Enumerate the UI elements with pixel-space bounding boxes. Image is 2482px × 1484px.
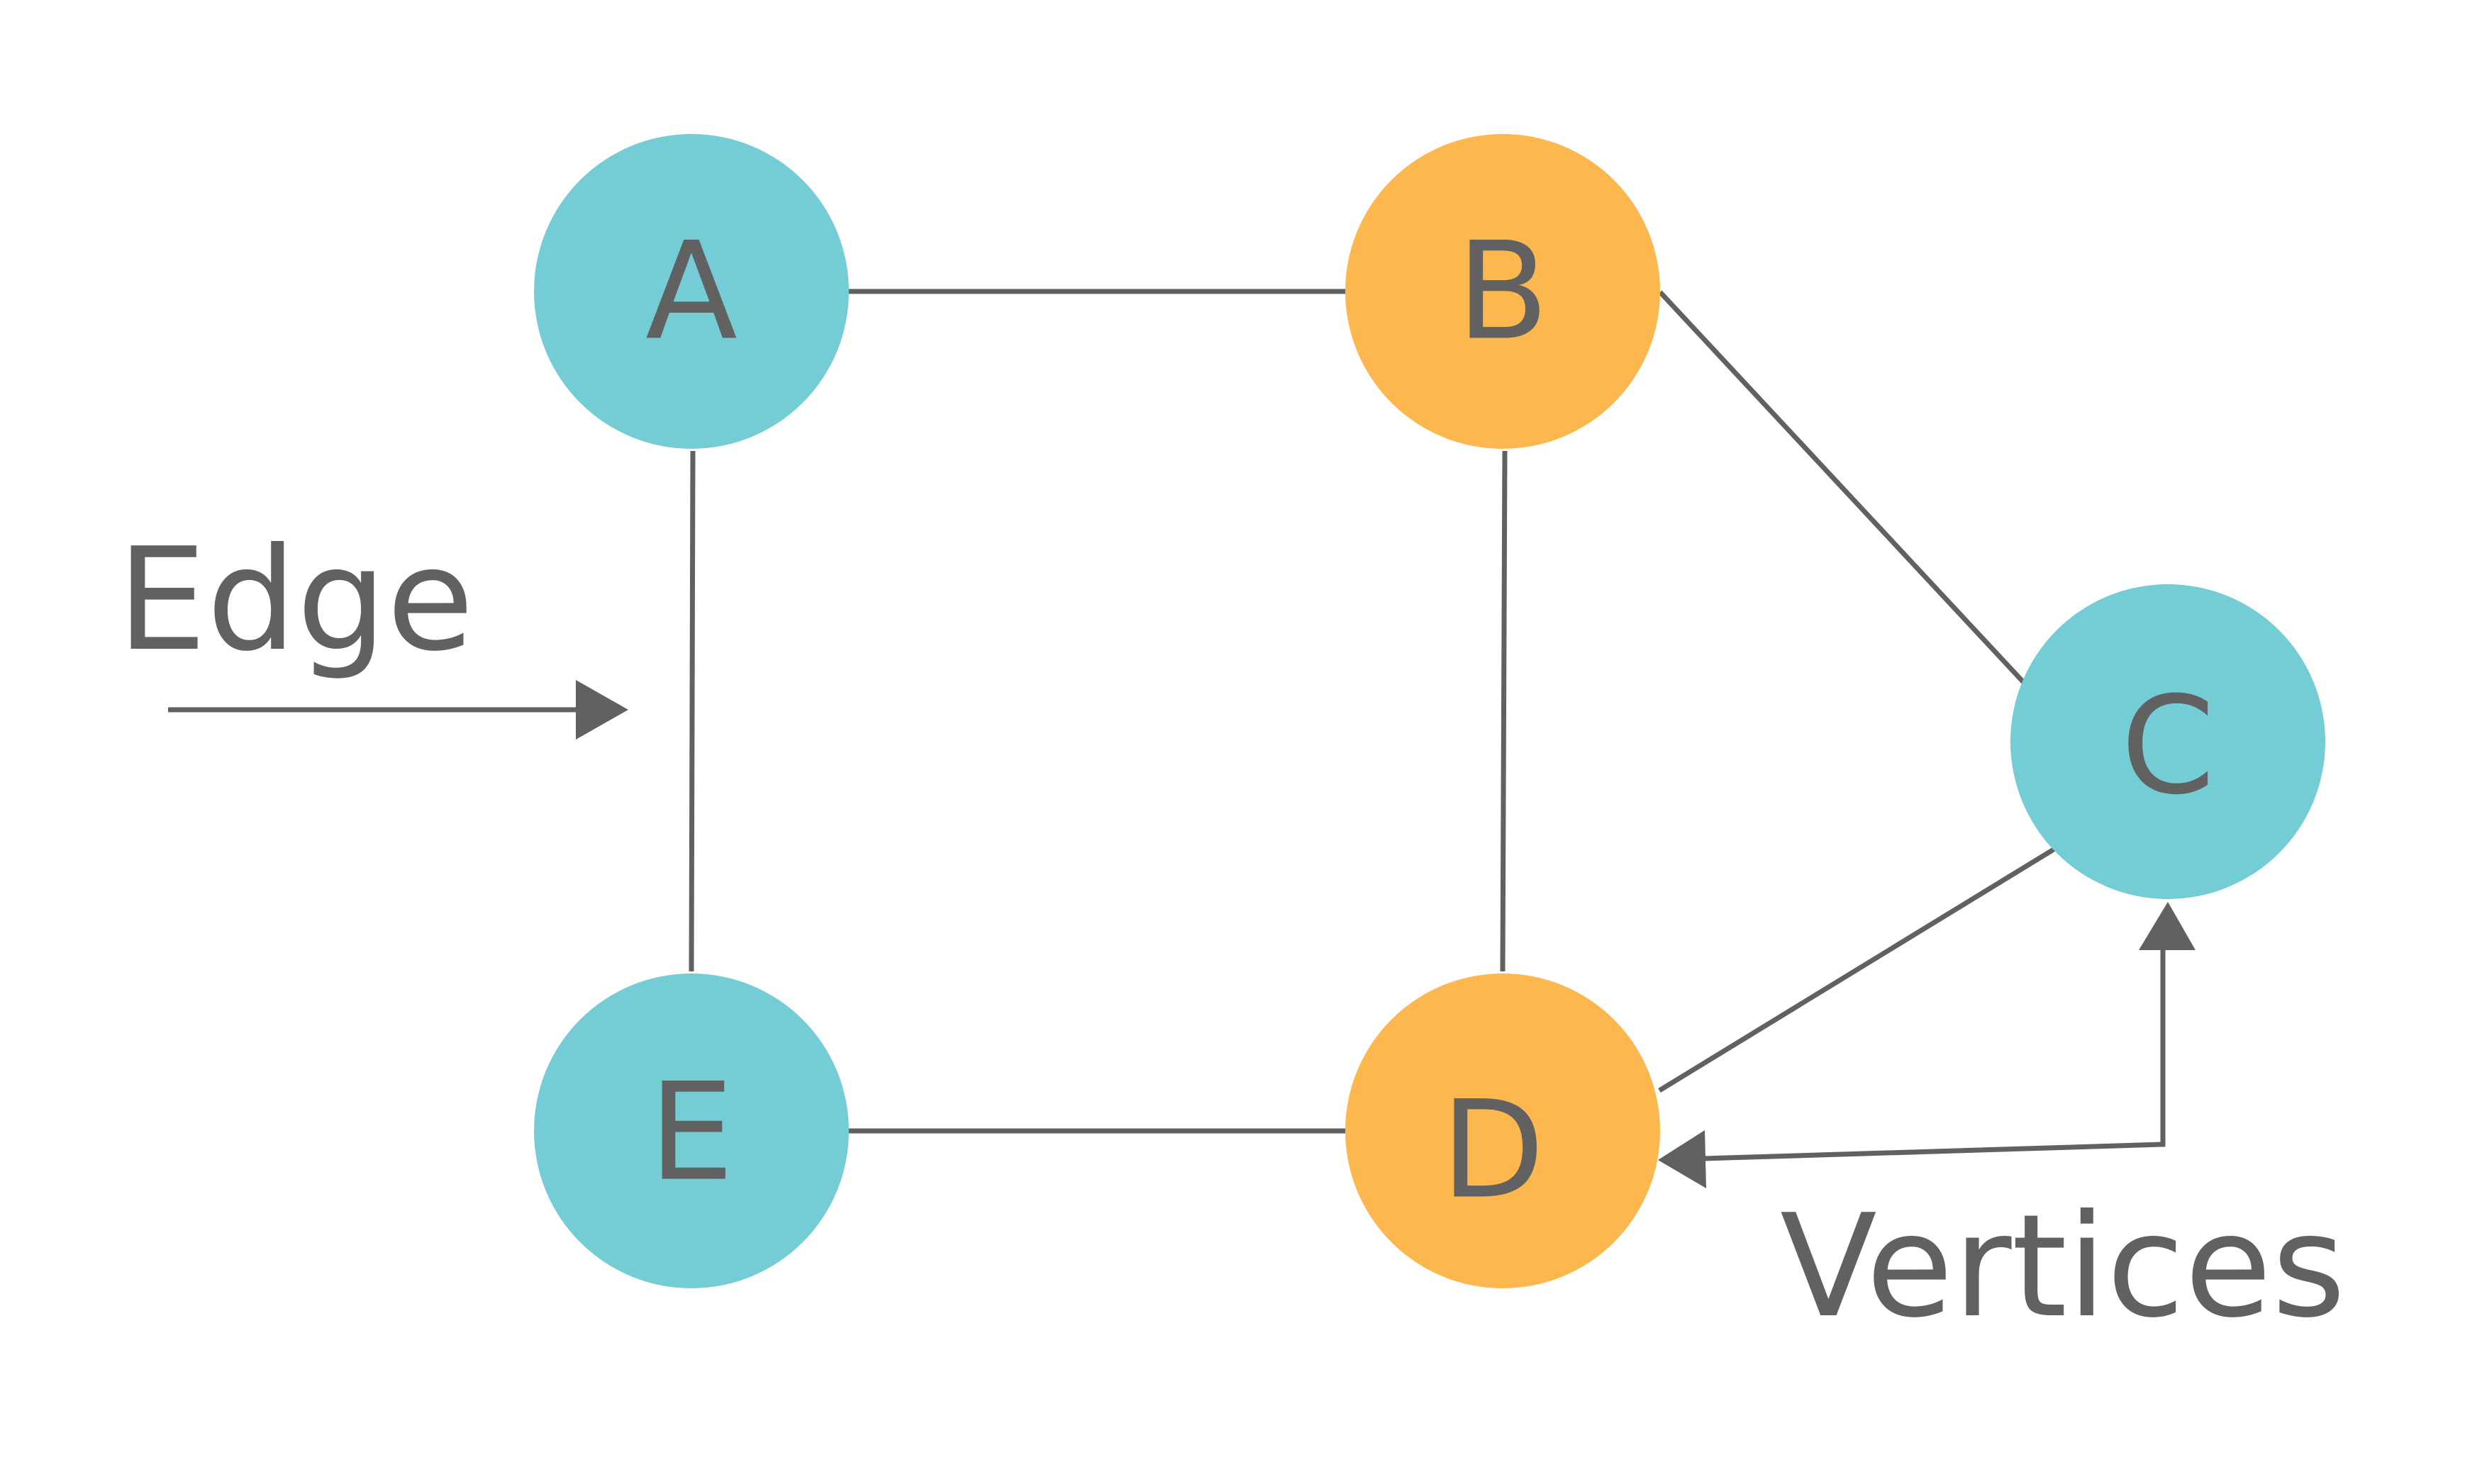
edge-b-c — [1658, 290, 2027, 686]
vertex-e: E — [534, 973, 849, 1288]
edges — [689, 289, 2055, 1134]
vertices-annotation-label: Vertices — [1780, 1184, 2346, 1349]
vertices-pointer-line — [1703, 947, 2166, 1161]
vertex-b-circle — [1345, 134, 1660, 449]
vertex-a-label: A — [645, 213, 738, 370]
edge-b-d — [1500, 450, 1508, 972]
vertices-annotation: Vertices — [1658, 902, 2346, 1349]
vertex-b: B — [1345, 134, 1660, 449]
vertex-e-circle — [534, 973, 849, 1288]
vertices-pointer-arrowhead-c — [2139, 902, 2196, 950]
edge-c-d — [1658, 847, 2055, 1093]
vertices-pointer-arrowhead-d — [1658, 1130, 1706, 1188]
nodes: A B C D E — [534, 134, 2325, 1288]
edge-annotation: Edge — [117, 518, 628, 740]
vertex-a-circle — [534, 134, 849, 449]
vertex-c-label: C — [2121, 668, 2215, 825]
vertex-d-circle — [1345, 973, 1660, 1288]
vertex-c: C — [2010, 584, 2325, 899]
vertex-b-label: B — [1457, 213, 1549, 370]
vertex-e-label: E — [649, 1054, 734, 1211]
vertex-a: A — [534, 134, 849, 449]
edge-annotation-label: Edge — [117, 518, 474, 683]
vertex-c-circle — [2010, 584, 2325, 899]
edge-a-e — [689, 450, 696, 972]
edge-pointer-arrowhead — [576, 680, 628, 740]
vertex-d-label: D — [1441, 1072, 1545, 1229]
vertex-d: D — [1345, 973, 1660, 1288]
